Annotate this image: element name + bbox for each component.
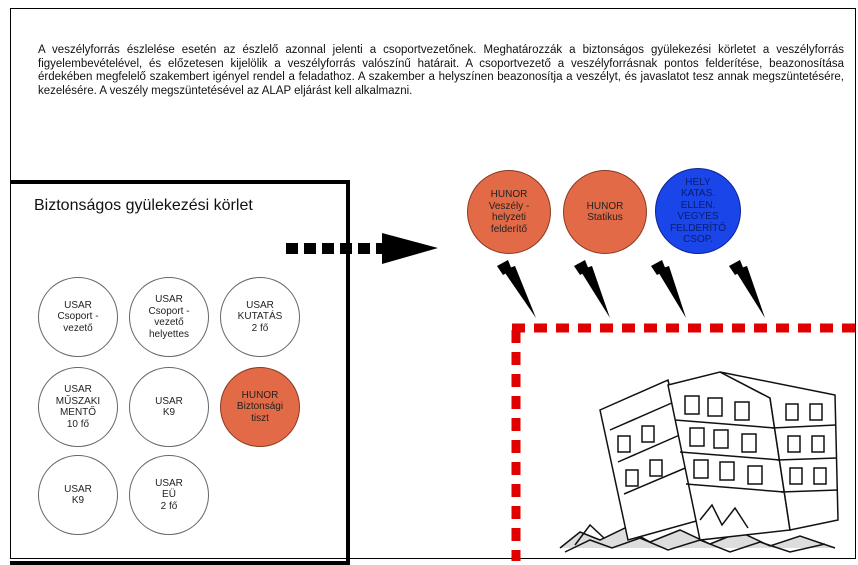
unit-circle-safety-officer: HUNOR Biztonsági tiszt <box>220 367 300 447</box>
down-arrow-icon <box>729 260 765 318</box>
specialist-circle-hazard-recon: HUNOR Veszély - helyzeti felderítő <box>467 170 551 254</box>
specialist-circle-recon-group: HELY KATAS. ELLEN. VEGYES FELDERÍTŐ CSOP… <box>655 168 741 254</box>
unit-circle: USAR MŰSZAKI MENTŐ 10 fő <box>38 367 118 447</box>
assembly-area-title: Biztonságos gyülekezési körlet <box>34 197 253 214</box>
down-arrow-icon <box>651 260 686 318</box>
unit-circle: USAR Csoport - vezető helyettes <box>129 277 209 357</box>
unit-circle: USAR Csoport - vezető <box>38 277 118 357</box>
collapsed-building-icon <box>559 371 839 553</box>
down-arrow-icon <box>574 260 610 318</box>
down-arrow-icon <box>497 260 536 318</box>
unit-circle: USAR K9 <box>38 455 118 535</box>
intro-paragraph: A veszélyforrás észlelése esetén az észl… <box>38 44 844 97</box>
specialist-circle-structural: HUNOR Statikus <box>563 170 647 254</box>
hazard-zone-border <box>511 323 858 561</box>
unit-circle: USAR EÜ 2 fő <box>129 455 209 535</box>
unit-circle: USAR KUTATÁS 2 fő <box>220 277 300 357</box>
dashed-arrow-icon <box>286 233 438 264</box>
unit-circle: USAR K9 <box>129 367 209 447</box>
